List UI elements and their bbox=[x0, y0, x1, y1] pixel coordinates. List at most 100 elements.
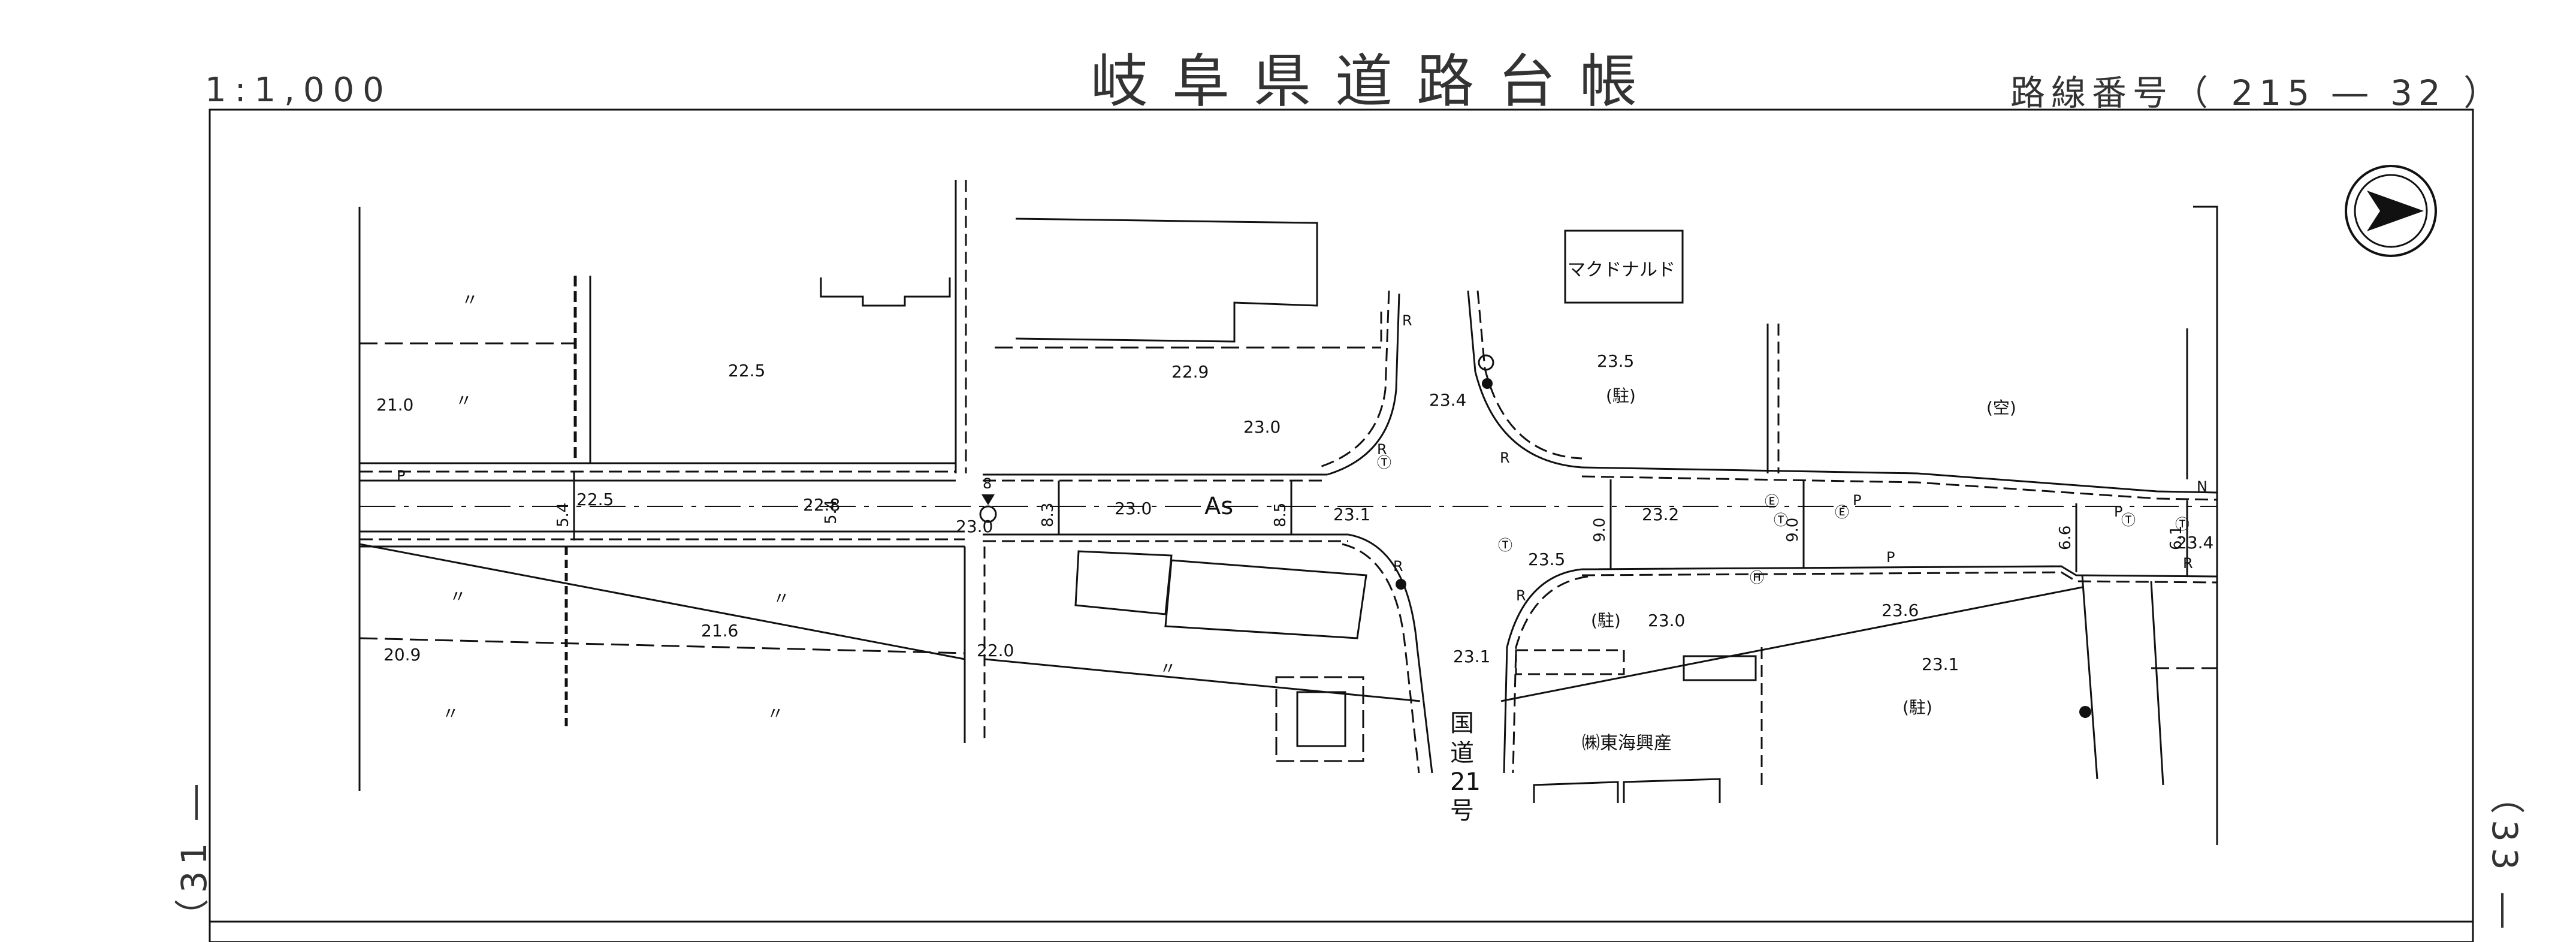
elevation-label: 21.6 bbox=[701, 621, 738, 641]
small-building bbox=[1683, 655, 1757, 681]
corner-se-curve-dashed bbox=[1512, 575, 1589, 774]
parcel-boundary-east bbox=[1500, 586, 2083, 702]
phone-pole-icon: Ⓣ bbox=[1377, 454, 1391, 471]
elevation-label: 23.1 bbox=[1333, 505, 1370, 524]
traffic-signal-icon bbox=[1478, 354, 1494, 371]
elevation-label: 23.4 bbox=[2176, 533, 2213, 552]
road-south-edge-east bbox=[1581, 565, 2218, 578]
elevation-label: 22.5 bbox=[576, 490, 614, 509]
width-label: 8.3 bbox=[1039, 503, 1057, 527]
reference-label: R bbox=[1516, 587, 1526, 604]
elevation-label: 21.0 bbox=[376, 395, 413, 415]
phone-pole-icon: Ⓣ bbox=[1498, 537, 1512, 554]
phone-pole-icon: Ⓣ bbox=[2121, 512, 2136, 529]
reference-label: R bbox=[1500, 449, 1510, 466]
hydrant-icon: Ⓗ bbox=[1750, 569, 1764, 586]
width-label: 5.4 bbox=[554, 503, 572, 527]
elevation-label: 20.9 bbox=[383, 645, 421, 665]
parcel-line bbox=[359, 637, 965, 654]
same-mark: 〃 bbox=[442, 704, 459, 723]
corner-ne-curve bbox=[1467, 290, 1583, 469]
building bbox=[1164, 559, 1367, 639]
elevation-label: 23.4 bbox=[1429, 390, 1466, 410]
same-mark: 〃 bbox=[773, 588, 790, 608]
map-scale: 1:1,000 bbox=[205, 71, 392, 110]
same-mark: 〃 bbox=[461, 290, 478, 310]
elevation-label: 23.2 bbox=[1642, 505, 1679, 524]
electric-pole-icon: Ⓔ bbox=[1835, 504, 1849, 521]
building bbox=[1074, 550, 1173, 615]
route-21-char-1: 国 bbox=[1450, 709, 1474, 737]
corner-nw-curve bbox=[1327, 293, 1400, 476]
parcel-boundary-diagonal bbox=[359, 543, 965, 660]
elevation-label: 23.0 bbox=[956, 517, 993, 536]
building-dashed bbox=[1275, 676, 1364, 762]
phone-pole-icon: Ⓣ bbox=[1774, 512, 1788, 529]
route-21-char-4: 号 bbox=[1450, 797, 1474, 825]
parking-structure bbox=[1515, 649, 1625, 675]
parcel-boundary bbox=[984, 658, 1421, 702]
width-label: 9.0 bbox=[1591, 518, 1609, 542]
elevation-label: 23.5 bbox=[1597, 351, 1634, 371]
building-inner bbox=[1296, 691, 1346, 747]
pole-label: P bbox=[1886, 549, 1895, 566]
mcdonalds-label: マクドナルド bbox=[1568, 259, 1675, 280]
elevation-label: 22.9 bbox=[1171, 362, 1209, 382]
corner-se-curve bbox=[1503, 568, 1583, 774]
corner-sw-curve-dashed bbox=[1342, 543, 1420, 774]
building-outline bbox=[1623, 778, 1721, 803]
pole-label: P bbox=[397, 467, 405, 484]
page-title: 岐阜県道路台帳 bbox=[1091, 48, 1661, 115]
width-label: 6.1 bbox=[2167, 526, 2185, 550]
elevation-label: 23.0 bbox=[1648, 611, 1685, 630]
pole-label: P bbox=[1853, 492, 1861, 509]
elevation-label: 23.0 bbox=[1243, 417, 1281, 437]
road-north-edge-east bbox=[1581, 466, 2218, 494]
route-21-char-2: 道 bbox=[1450, 739, 1474, 767]
electric-pole-icon: Ⓔ bbox=[1765, 493, 1779, 510]
parking-label: (駐) bbox=[1902, 698, 1932, 717]
surface-label: As bbox=[1204, 493, 1233, 520]
corner-ne-curve-dashed bbox=[1476, 290, 1583, 460]
road-south-dashed-east bbox=[1581, 571, 2218, 584]
elevation-label: 23.5 bbox=[1528, 550, 1565, 569]
elevation-label: 23.1 bbox=[1922, 654, 1959, 674]
same-mark: 〃 bbox=[1159, 659, 1176, 678]
benchmark-icon bbox=[979, 494, 997, 523]
elevation-label: 23.0 bbox=[1115, 499, 1152, 518]
same-mark: 〃 bbox=[455, 391, 472, 410]
corner-nw-curve-dashed bbox=[1318, 290, 1390, 469]
reference-label: R bbox=[1393, 558, 1403, 575]
side-street-east-edge bbox=[2081, 575, 2098, 780]
elevation-label: 22.5 bbox=[728, 361, 765, 381]
north-arrow-icon bbox=[2345, 165, 2437, 257]
traffic-signal-icon bbox=[1482, 378, 1493, 389]
map-frame bbox=[209, 108, 2474, 942]
map-right-edge bbox=[2193, 206, 2218, 845]
corner-sw-curve bbox=[1348, 533, 1433, 774]
phone-pole-icon: Ⓣ bbox=[2175, 516, 2190, 533]
next-sheet-link[interactable]: （33 ― bbox=[2484, 779, 2525, 934]
road-north-dashed-east bbox=[1581, 475, 2218, 501]
width-label: 9.0 bbox=[1784, 518, 1802, 542]
traffic-signal-icon bbox=[2079, 706, 2091, 718]
side-street-east-edge-2 bbox=[2150, 581, 2164, 786]
width-label: 8.5 bbox=[1272, 503, 1289, 527]
building-outline bbox=[1533, 781, 1619, 803]
reference-label: R bbox=[1377, 441, 1387, 458]
parking-label: (駐) bbox=[1606, 386, 1636, 406]
elevation-label: 23.6 bbox=[1882, 600, 1919, 620]
width-label: 5.4 bbox=[822, 500, 840, 524]
elevation-label: 22.0 bbox=[977, 641, 1014, 660]
same-mark: 〃 bbox=[767, 704, 784, 723]
route-number: 路線番号（ 215 ― 32 ） bbox=[2010, 73, 2505, 113]
pole-label: P bbox=[2114, 503, 2122, 520]
parking-label: (駐) bbox=[1591, 611, 1621, 630]
traffic-signal-icon bbox=[1396, 579, 1406, 590]
mcdonalds-building bbox=[1564, 230, 1684, 304]
north-label: N bbox=[2197, 478, 2207, 495]
elevation-label: 22.8 bbox=[803, 495, 840, 515]
reference-label: R bbox=[2183, 555, 2193, 572]
elevation-label: 23.1 bbox=[1453, 647, 1490, 666]
